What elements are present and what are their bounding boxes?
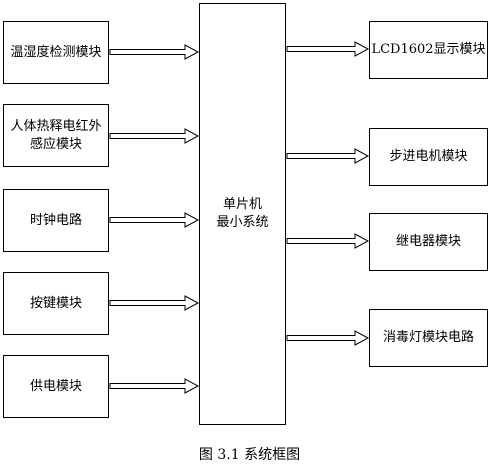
block-lcd-display-module: LCD1602显示模块	[369, 21, 488, 79]
arrow-pir-sensor-to-mcu	[109, 128, 200, 144]
block-label: 供电模块	[29, 378, 82, 394]
block-sterilize-lamp-module: 消毒灯模块电路	[369, 309, 488, 367]
block-label: 人体热释电红外 感应模块	[10, 118, 102, 152]
block-temp-humidity-module: 温湿度检测模块	[3, 21, 109, 84]
block-label: LCD1602显示模块	[371, 42, 486, 57]
block-label: 时钟电路	[29, 212, 82, 228]
block-label: 单片机 最小系统	[216, 197, 269, 230]
block-pir-sensor-module: 人体热释电红外 感应模块	[3, 104, 109, 167]
arrow-mcu-to-stepper	[286, 148, 370, 164]
block-mcu-minimal-system: 单片机 最小系统	[199, 3, 286, 425]
arrow-power-to-mcu	[109, 378, 200, 394]
arrow-mcu-to-lamp	[286, 330, 370, 346]
block-label: 步进电机模块	[389, 149, 468, 164]
block-label: 温湿度检测模块	[10, 44, 102, 60]
arrow-mcu-to-relay	[286, 233, 370, 249]
block-keypad-module: 按键模块	[3, 272, 109, 335]
figure-caption: 图 3.1 系统框图	[198, 447, 301, 463]
arrow-keypad-to-mcu	[109, 295, 200, 311]
arrow-clock-to-mcu	[109, 212, 200, 228]
block-label: 继电器模块	[395, 234, 461, 249]
block-label: 按键模块	[29, 295, 82, 311]
arrow-mcu-to-lcd	[286, 41, 370, 57]
block-power-module: 供电模块	[3, 355, 109, 418]
arrow-temp-humidity-to-mcu	[109, 44, 200, 60]
block-label: 消毒灯模块电路	[382, 330, 474, 345]
block-clock-circuit: 时钟电路	[3, 189, 109, 252]
block-relay-module: 继电器模块	[369, 213, 488, 271]
block-stepper-motor-module: 步进电机模块	[369, 128, 488, 186]
